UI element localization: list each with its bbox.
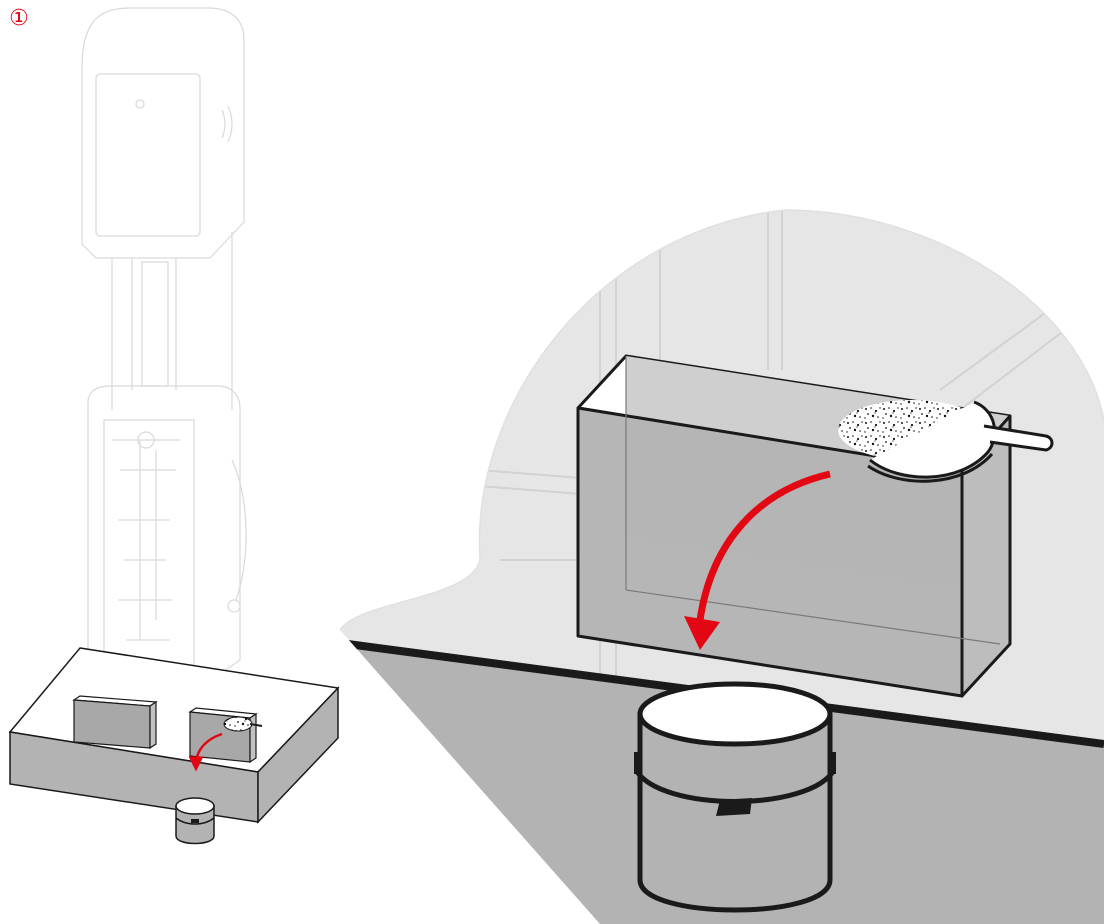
station-lower-cap	[88, 386, 240, 684]
base-platform	[10, 648, 338, 822]
station-cable	[232, 460, 246, 600]
bucket-small	[176, 798, 214, 844]
station-top-cap	[82, 8, 244, 258]
station-lower-panel	[104, 420, 194, 670]
charging-station	[82, 8, 246, 684]
bucket-large	[634, 684, 836, 910]
station-side-screw	[228, 600, 240, 612]
station-slot	[142, 262, 168, 386]
station-rfid-icon	[222, 106, 232, 142]
station-internals	[112, 440, 180, 640]
station-column	[112, 232, 232, 410]
tray-small-right	[190, 708, 256, 762]
tray-small-left	[74, 696, 156, 748]
station-display-panel	[96, 74, 200, 236]
station-badge	[136, 100, 144, 108]
